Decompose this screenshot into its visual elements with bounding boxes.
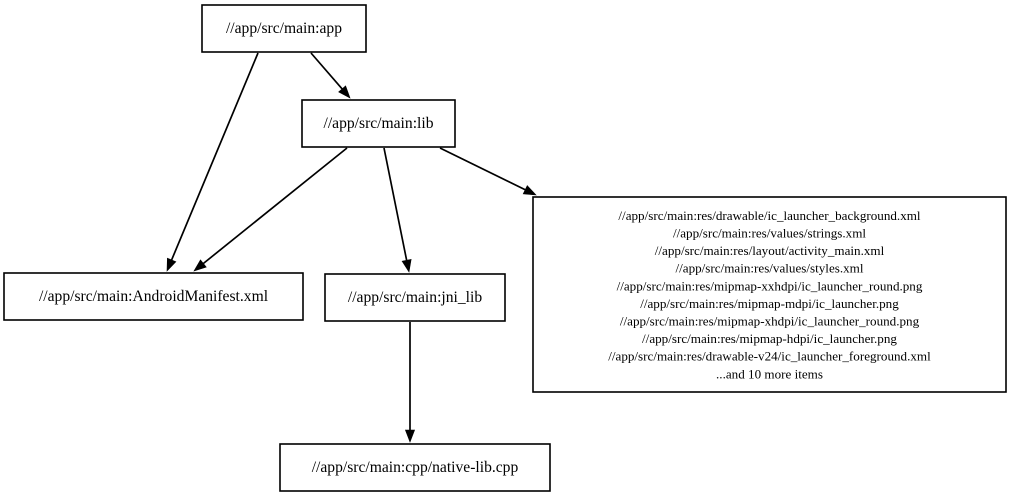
graph-node-jni_lib[interactable]: //app/src/main:jni_lib [324,273,506,322]
graph-node-res_group[interactable]: //app/src/main:res/drawable/ic_launcher_… [532,196,1007,393]
node-label: //app/src/main:AndroidManifest.xml [39,288,269,305]
graph-edge-lib-to-jni-lib [383,147,412,273]
node-label-line: //app/src/main:res/drawable/ic_launcher_… [618,208,921,223]
node-box [3,272,304,321]
node-label: //app/src/main:jni_lib [348,289,482,306]
node-label-line: //app/src/main:res/values/styles.xml [675,261,863,276]
graph-node-lib[interactable]: //app/src/main:lib [301,99,456,148]
arrowhead-icon [404,429,416,443]
graph-edge-lib-to-res-group [439,147,537,196]
node-label-line: //app/src/main:res/mipmap-mdpi/ic_launch… [640,296,899,311]
graph-edge-app-to-lib [310,52,351,99]
graph-edge-app-to-manifest [166,52,259,272]
nodes-layer: //app/src/main:app //app/src/main:lib //ap… [3,4,1007,492]
node-box [301,99,456,148]
node-box [532,196,1007,393]
edge-shaft [170,52,259,261]
node-box [201,4,367,53]
node-label-list: //app/src/main:res/drawable/ic_launcher_… [608,208,931,381]
arrowhead-icon [166,257,177,272]
node-box [279,443,551,492]
node-label: //app/src/main:cpp/native-lib.cpp [312,459,519,476]
node-label-line: //app/src/main:res/mipmap-xxhdpi/ic_laun… [617,278,923,293]
arrowhead-icon [193,259,207,272]
node-label-line: ...and 10 more items [716,366,823,381]
arrowhead-icon [401,258,412,273]
edge-shaft [439,147,526,191]
graph-edge-jni-lib-to-native-lib [404,322,416,443]
graph-node-manifest[interactable]: //app/src/main:AndroidManifest.xml [3,272,304,321]
node-label-line: //app/src/main:res/mipmap-hdpi/ic_launch… [642,331,897,346]
node-label-line: //app/src/main:res/drawable-v24/ic_launc… [608,349,931,364]
edge-shaft [383,147,408,261]
arrowhead-icon [522,185,537,196]
node-label: //app/src/main:app [226,20,342,37]
graph-node-native_lib[interactable]: //app/src/main:cpp/native-lib.cpp [279,443,551,492]
node-label-line: //app/src/main:res/layout/activity_main.… [655,243,885,258]
node-label: //app/src/main:lib [323,115,433,132]
edges-layer [166,52,537,443]
edge-shaft [310,52,343,90]
graph-node-app[interactable]: //app/src/main:app [201,4,367,53]
edge-shaft [202,147,348,265]
node-label-line: //app/src/main:res/values/strings.xml [673,225,866,240]
node-box [324,273,506,322]
graph-edge-lib-to-manifest [193,147,348,272]
node-label-line: //app/src/main:res/mipmap-xhdpi/ic_launc… [620,313,920,328]
arrowhead-icon [338,85,351,99]
